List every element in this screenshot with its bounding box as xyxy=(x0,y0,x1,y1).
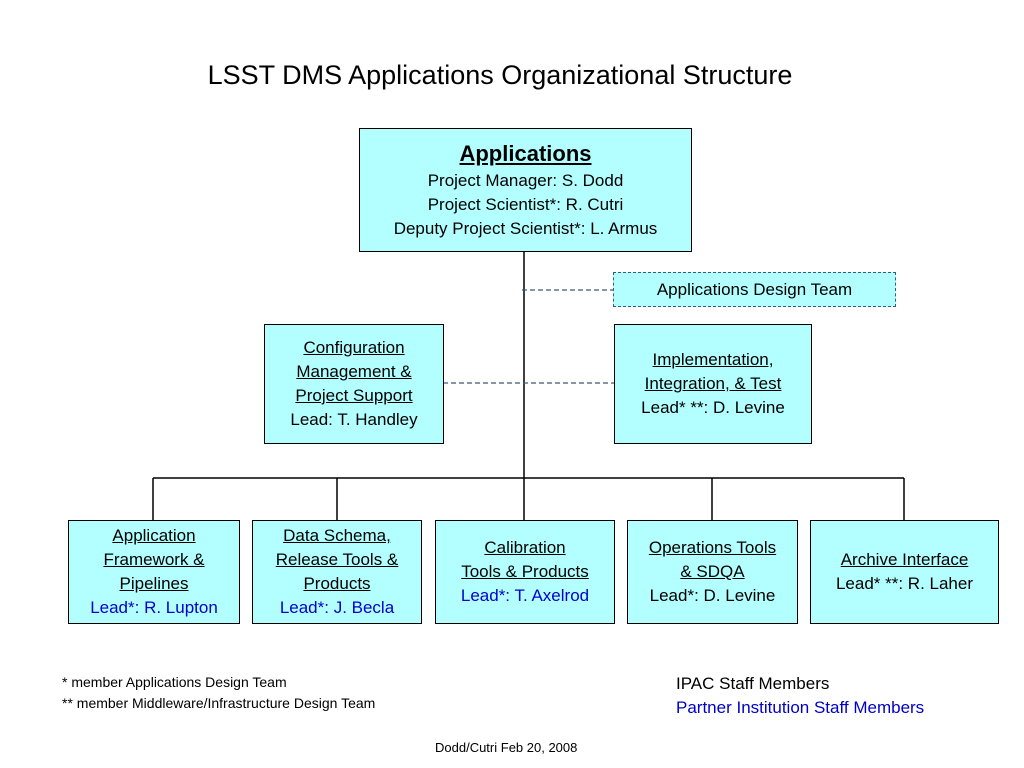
calibration-heading-1: Calibration xyxy=(484,538,566,557)
operations-tools-box: Operations Tools & SDQA Lead*: D. Levine xyxy=(627,520,798,624)
legend: IPAC Staff Members Partner Institution S… xyxy=(676,672,924,720)
app-framework-heading-3: Pipelines xyxy=(119,574,189,593)
operations-heading-1: Operations Tools xyxy=(648,538,777,557)
data-schema-heading-2: Release Tools & xyxy=(275,550,399,569)
configuration-heading-3: Project Support xyxy=(295,386,413,405)
applications-heading: Applications xyxy=(459,141,592,166)
implementation-heading-1: Implementation, xyxy=(652,350,774,369)
legend-ipac: IPAC Staff Members xyxy=(676,674,830,693)
footnote-2: ** member Middleware/Infrastructure Desi… xyxy=(62,695,376,711)
design-team-label: Applications Design Team xyxy=(656,279,853,299)
operations-heading-2: & SDQA xyxy=(680,562,745,581)
design-team-box: Applications Design Team xyxy=(613,272,896,307)
app-framework-lead: Lead*: R. Lupton xyxy=(90,598,218,617)
app-framework-heading-1: Application xyxy=(112,526,196,545)
deputy-project-scientist-line: Deputy Project Scientist*: L. Armus xyxy=(393,219,658,238)
page-title: LSST DMS Applications Organizational Str… xyxy=(207,60,793,90)
app-framework-heading-2: Framework & xyxy=(103,550,205,569)
legend-partner: Partner Institution Staff Members xyxy=(676,698,925,717)
data-schema-heading-1: Data Schema, xyxy=(283,526,391,545)
configuration-box: Configuration Management & Project Suppo… xyxy=(264,324,444,444)
footnotes: * member Applications Design Team ** mem… xyxy=(62,672,375,714)
configuration-lead: Lead: T. Handley xyxy=(290,410,418,429)
footer-credit: Dodd/Cutri Feb 20, 2008 xyxy=(435,740,578,755)
project-scientist-line: Project Scientist*: R. Cutri xyxy=(427,195,624,214)
applications-box: Applications Project Manager: S. Dodd Pr… xyxy=(359,128,692,252)
calibration-lead: Lead*: T. Axelrod xyxy=(460,586,590,605)
implementation-lead: Lead* **: D. Levine xyxy=(641,398,785,417)
archive-heading: Archive Interface xyxy=(840,550,969,569)
calibration-heading-2: Tools & Products xyxy=(461,562,589,581)
calibration-box: Calibration Tools & Products Lead*: T. A… xyxy=(435,520,615,624)
archive-interface-box: Archive Interface Lead* **: R. Laher xyxy=(810,520,999,624)
configuration-heading-2: Management & xyxy=(296,362,412,381)
operations-lead: Lead*: D. Levine xyxy=(649,586,776,605)
footnote-1: * member Applications Design Team xyxy=(62,674,287,690)
archive-lead: Lead* **: R. Laher xyxy=(835,574,974,593)
application-framework-box: Application Framework & Pipelines Lead*:… xyxy=(68,520,240,624)
data-schema-box: Data Schema, Release Tools & Products Le… xyxy=(252,520,422,624)
configuration-heading-1: Configuration xyxy=(303,338,405,357)
implementation-box: Implementation, Integration, & Test Lead… xyxy=(614,324,812,444)
implementation-heading-2: Integration, & Test xyxy=(644,374,782,393)
data-schema-heading-3: Products xyxy=(303,574,371,593)
project-manager-line: Project Manager: S. Dodd xyxy=(427,171,624,190)
data-schema-lead: Lead*: J. Becla xyxy=(279,598,395,617)
